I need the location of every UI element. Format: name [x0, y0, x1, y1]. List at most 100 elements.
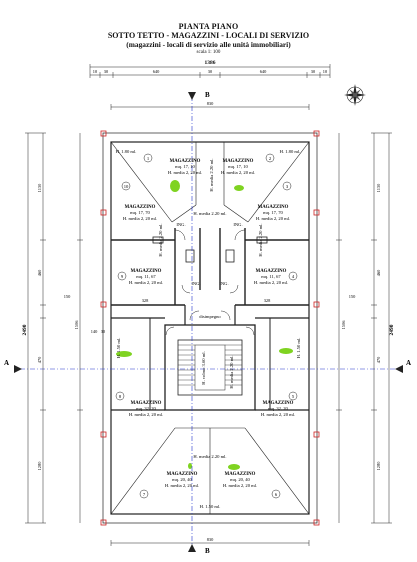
plan-title: PIANTA PIANO — [178, 22, 239, 31]
room-number: 9 — [121, 274, 124, 279]
room-name: MAGAZZINO — [131, 401, 162, 406]
room-6: 6 MAGAZZINO mq. 20, 40 H. media 2, 20 ml… — [223, 472, 281, 499]
height-inner-4: H. media 2.20 ml. — [229, 355, 234, 388]
room-height: H. media 2, 20 ml. — [168, 170, 202, 176]
room-2: 2 MAGAZZINO mq. 17, 10 H. media 2, 20 ml… — [221, 153, 275, 176]
room-number: 3 — [286, 184, 289, 189]
room-area: mq. 32, 20 — [268, 406, 288, 412]
dim-left-seg-5: 1280 — [37, 461, 42, 471]
room-area: mq. 17, 10 — [175, 164, 195, 170]
dim-building-width-top-label: 830 — [207, 101, 214, 106]
entrance-4: ING. — [219, 281, 228, 286]
roof-lines — [110, 141, 310, 515]
dim-top-seg-7: 10 — [323, 69, 328, 74]
dim-top-seg-6: 30 — [311, 69, 316, 74]
landing-label: disimpegno — [199, 314, 221, 319]
room-height: H. media 2, 20 ml. — [256, 216, 290, 222]
entrance-3: ING. — [191, 281, 200, 286]
room-name: MAGAZZINO — [125, 205, 156, 210]
entrance-2: ING. — [233, 222, 242, 227]
room-height: H. media 2, 20 ml. — [129, 280, 163, 286]
dim-top-seg-1: 10 — [93, 69, 98, 74]
compass-rose-icon — [344, 84, 366, 106]
room-8: 8 MAGAZZINO mq. 32, 20 H. media 2, 20 ml… — [115, 391, 163, 418]
right-dimension-chain — [336, 132, 392, 524]
section-markers — [14, 92, 403, 552]
room-name: MAGAZZINO — [167, 472, 198, 477]
eave-bottom: H. 1.50 ml. — [200, 504, 221, 509]
room-height: H. media 2, 20 ml. — [123, 216, 157, 222]
room-5: 5 MAGAZZINO mq. 32, 20 H. media 2, 20 ml… — [261, 391, 298, 418]
room-number: 5 — [292, 394, 295, 399]
dim-right-seg-3: 150 — [349, 294, 356, 299]
dim-right-seg-5: 1280 — [376, 461, 381, 471]
height-center-bottom: H. media 2.20 ml. — [193, 454, 226, 459]
upper-walls — [111, 228, 309, 306]
section-a-right: A — [406, 359, 411, 367]
dim-small-a: 140 — [91, 329, 98, 334]
room-height: H. media 2, 20 ml. — [221, 170, 255, 176]
room-name: MAGAZZINO — [263, 401, 294, 406]
room-1: 1 MAGAZZINO mq. 17, 10 H. media 2, 20 ml… — [143, 153, 202, 176]
room-name: MAGAZZINO — [170, 159, 201, 164]
height-stair: H. colmo 3.60 ml. — [201, 351, 206, 384]
room-number: 6 — [275, 492, 278, 497]
dim-top-total: 1386 — [205, 60, 216, 66]
section-b-top: B — [205, 91, 210, 99]
dim-mid-left: 328 — [142, 298, 149, 303]
dim-mid-right: 328 — [264, 298, 271, 303]
door-swings — [165, 229, 255, 336]
plan-description: (magazzini - locali di servizio alle uni… — [126, 40, 291, 49]
room-number: 8 — [119, 394, 122, 399]
room-height: H. media 2, 20 ml. — [254, 280, 288, 286]
dim-small-b: 30 — [101, 329, 106, 334]
dim-right-seg-4: 470 — [376, 356, 381, 363]
room-height: H. media 2, 20 ml. — [261, 412, 295, 418]
height-inner-2: H. media 2.20 ml. — [158, 223, 163, 256]
dim-inner-right: 1506 — [341, 320, 346, 330]
dim-building-width-bottom — [110, 540, 310, 546]
eave-left-mid: H. 1.50 ml. — [116, 338, 121, 359]
room-4: 4 MAGAZZINO mq. 11, 67 H. media 2, 20 ml… — [254, 269, 298, 286]
dim-inner-left: 1506 — [74, 320, 79, 330]
room-area: mq. 32, 20 — [136, 406, 156, 412]
room-area: mq. 17, 70 — [263, 210, 283, 216]
room-9: 9 MAGAZZINO mq. 11, 67 H. media 2, 20 ml… — [117, 269, 163, 286]
dim-building-width-top — [110, 104, 310, 110]
room-area: mq. 20, 40 — [230, 477, 250, 483]
dim-top-seg-5: 640 — [260, 69, 267, 74]
room-10: 10 MAGAZZINO mq. 17, 70 H. media 2, 20 m… — [121, 181, 157, 222]
room-name: MAGAZZINO — [258, 205, 289, 210]
height-inner-3: H. media 2.20 ml. — [258, 223, 263, 256]
room-7: 7 MAGAZZINO mq. 20, 40 H. media 2, 20 ml… — [139, 472, 199, 499]
room-height: H. media 2, 20 ml. — [165, 483, 199, 489]
room-number: 4 — [292, 274, 295, 279]
room-height: H. media 2, 20 ml. — [223, 483, 257, 489]
room-area: mq. 20, 40 — [172, 477, 192, 483]
left-dimension-chain — [25, 132, 83, 524]
section-a-left: A — [4, 359, 9, 367]
dim-right-seg-1: 1130 — [376, 183, 381, 192]
room-name: MAGAZZINO — [225, 472, 256, 477]
room-area: mq. 17, 70 — [130, 210, 150, 216]
room-area: mq. 17, 10 — [228, 164, 248, 170]
room-name: MAGAZZINO — [256, 269, 287, 274]
room-area: mq. 11, 67 — [136, 274, 156, 280]
room-number: 1 — [147, 156, 150, 161]
dim-left-seg-1: 1130 — [37, 183, 42, 192]
room-number: 10 — [124, 184, 129, 189]
service-boxes — [152, 236, 268, 263]
room-height: H. media 2, 20 ml. — [129, 412, 163, 418]
dim-left-total: 2490 — [22, 324, 28, 335]
room-name: MAGAZZINO — [131, 269, 162, 274]
room-name: MAGAZZINO — [223, 159, 254, 164]
dim-top-seg-3: 640 — [153, 69, 160, 74]
dim-right-seg-2: 460 — [376, 269, 381, 276]
eave-top-b: H. 1.80 ml. — [280, 149, 301, 154]
dim-left-seg-2: 460 — [37, 269, 42, 276]
room-3: 3 MAGAZZINO mq. 17, 70 H. media 2, 20 ml… — [256, 181, 292, 222]
top-dimension-chain — [89, 64, 331, 78]
dim-left-seg-3: 150 — [64, 294, 71, 299]
room-number: 2 — [269, 156, 272, 161]
